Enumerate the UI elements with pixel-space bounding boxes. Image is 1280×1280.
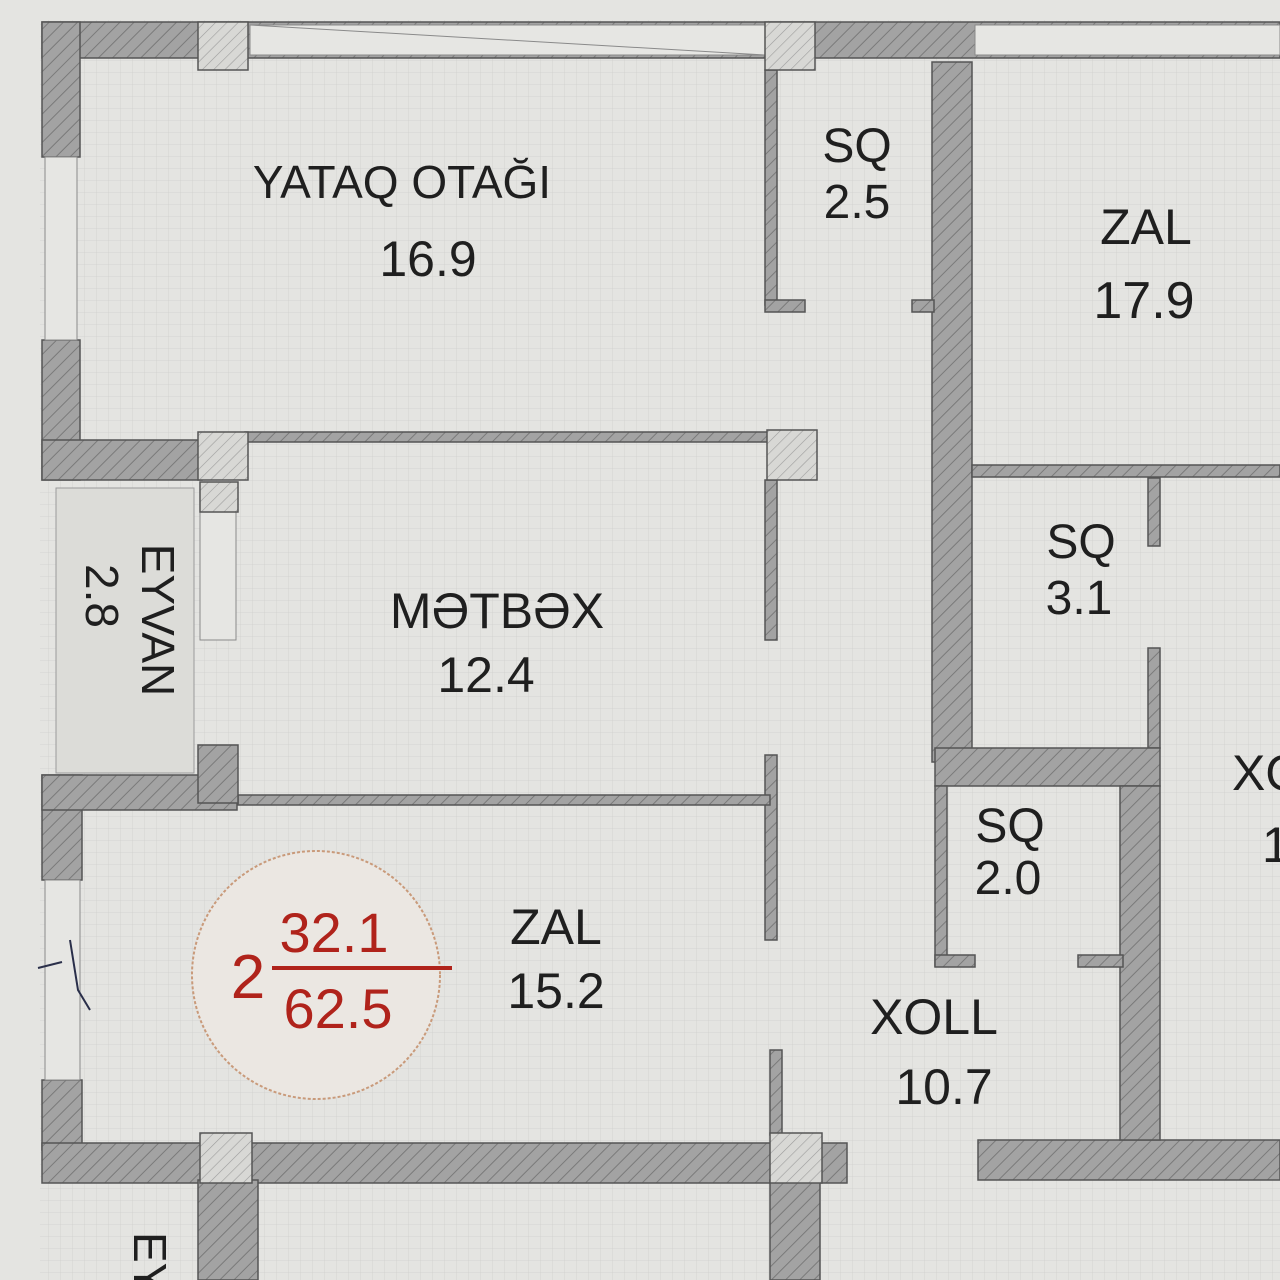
column-balcony-top	[199, 481, 239, 513]
column-bottom-left	[199, 1132, 253, 1184]
column-mid-right	[766, 429, 818, 481]
wall-bath-low-door-left	[934, 954, 976, 968]
column-mid-left	[197, 431, 249, 481]
wall-bath-mid-bottom	[934, 747, 1161, 787]
window-zal-top	[974, 24, 1280, 56]
wall-bottom-stub-left	[197, 1179, 259, 1280]
kitchen-area: 12.4	[437, 647, 534, 703]
wall-main-vertical	[931, 61, 973, 763]
column-bottom-right	[769, 1132, 823, 1184]
openings	[44, 24, 1280, 1081]
corridor-right-area: 1	[1262, 817, 1280, 873]
wall-kitchen-living	[237, 794, 771, 806]
wall-living-right-lower	[769, 1049, 783, 1136]
bath-mid-area: 3.1	[1046, 572, 1113, 625]
wall-bath-low-right	[1119, 785, 1161, 1141]
living-name: ZAL	[510, 899, 602, 955]
stamp-total-area: 62.5	[284, 977, 393, 1040]
wall-bath-low-door-right	[1077, 954, 1124, 968]
wall-bath-top-left	[764, 69, 778, 306]
window-line	[249, 24, 766, 56]
wall-bedroom-bottom-left	[41, 439, 203, 481]
wall-living-right-upper	[764, 754, 778, 941]
column-top-left	[197, 21, 249, 71]
wall-bedroom-kitchen	[244, 431, 771, 443]
bedroom-name: YATAQ OTAĞI	[253, 156, 551, 208]
wall-bottom-right	[977, 1139, 1280, 1181]
bath-low-area: 2.0	[975, 852, 1042, 905]
kitchen-name: MƏTBƏX	[390, 583, 604, 639]
balcony-door	[199, 509, 237, 641]
grid-paper	[40, 20, 1280, 1280]
column-top-mid	[764, 21, 816, 71]
columns	[197, 21, 823, 1184]
zal-right-name: ZAL	[1100, 199, 1192, 255]
wall-bath-mid-right-upper	[1147, 477, 1161, 547]
bath-top-name: SQ	[822, 120, 891, 173]
bath-top-area: 2.5	[824, 176, 891, 229]
zal-right-area: 17.9	[1093, 272, 1194, 330]
wall-balcony-stub	[197, 744, 239, 804]
wall-zal-bath	[971, 464, 1280, 478]
wall-left-bottom	[41, 1079, 83, 1151]
pencil-mark	[37, 939, 91, 1011]
balcony-name: EYVAN	[132, 544, 184, 697]
wall-bath-top-door-left	[764, 299, 806, 313]
wall-bottom-stub-right	[769, 1179, 821, 1280]
living-area: 15.2	[507, 963, 604, 1019]
balcony-area	[55, 487, 195, 774]
wall-bath-low-left	[934, 785, 948, 967]
area-stamp: 2 32.1 62.5	[191, 850, 452, 1100]
balcony-bottom-name: EY	[124, 1232, 176, 1280]
wall-bath-top-door-right	[911, 299, 935, 313]
corridor-area: 10.7	[895, 1059, 992, 1115]
stamp-living-area: 32.1	[280, 901, 389, 964]
bath-low-name: SQ	[975, 800, 1044, 853]
stamp-rooms-count: 2	[231, 943, 265, 1012]
wall-left-upper	[41, 21, 81, 158]
bedroom-area: 16.9	[379, 231, 476, 287]
wall-bottom	[41, 1142, 848, 1184]
corridor-name: XOLL	[870, 989, 998, 1045]
window-bedroom-left	[44, 156, 78, 341]
corridor-right-name: XO	[1232, 745, 1280, 801]
stamp-circle	[191, 850, 441, 1100]
bath-mid-name: SQ	[1046, 516, 1115, 569]
balcony-area-label: 2.8	[76, 564, 128, 628]
window-living-left	[44, 879, 81, 1081]
wall-bath-mid-right-lower	[1147, 647, 1161, 749]
wall-kitchen-right	[764, 479, 778, 641]
